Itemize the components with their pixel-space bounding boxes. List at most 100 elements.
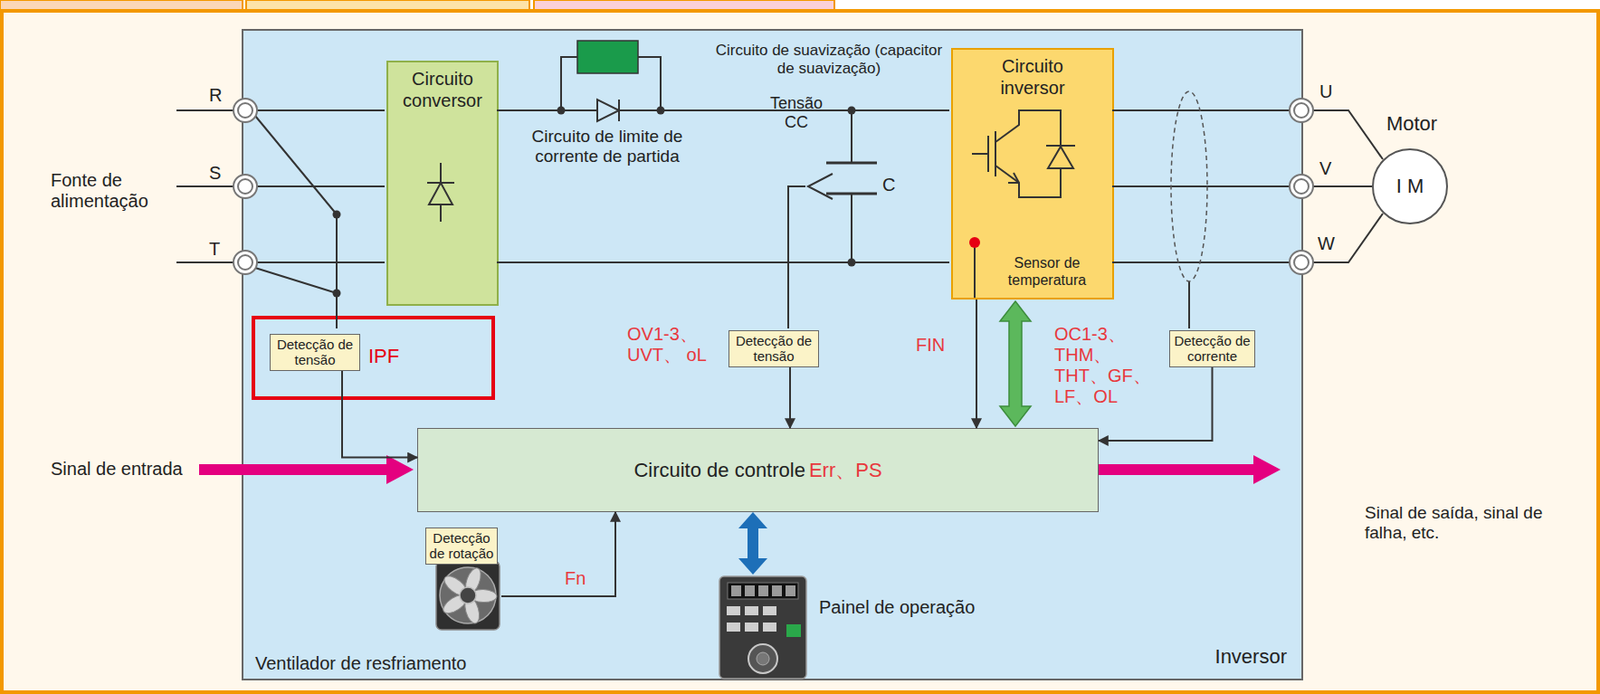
operation-panel xyxy=(726,606,741,616)
terminal xyxy=(233,250,258,275)
part-label: Sinal de saída, sinal de falha, etc. xyxy=(1364,503,1575,543)
igbt-symbol xyxy=(971,131,996,177)
capacitor-symbol xyxy=(826,162,877,194)
node-title: Circuito de controle xyxy=(633,458,806,482)
node-text: Sensor de temperatura xyxy=(992,254,1102,289)
wire xyxy=(176,110,234,263)
part-label: Painel de operação xyxy=(819,597,975,619)
operation-panel xyxy=(726,606,777,632)
part-label: C xyxy=(882,174,896,196)
capacitor-symbol xyxy=(826,162,877,194)
terminal xyxy=(238,255,253,270)
cooling-fan xyxy=(459,587,477,604)
operation-panel xyxy=(771,585,782,597)
node-title: Circuito inversor xyxy=(952,55,1113,99)
part-label: R xyxy=(209,85,222,106)
control-box: Circuito de controleErr、PS xyxy=(417,428,1099,513)
input-signal-arrow xyxy=(199,455,414,485)
wire xyxy=(1112,110,1290,263)
resistor xyxy=(577,40,639,74)
signal-line xyxy=(789,367,791,429)
part-label: Sinal de entrada xyxy=(50,458,183,480)
terminal xyxy=(1294,103,1309,118)
signal-line xyxy=(342,371,418,458)
cooling-fan xyxy=(440,566,498,626)
temperature-sensor-dot xyxy=(969,237,981,248)
part-label: Fonte de alimentação xyxy=(50,170,173,212)
terminal xyxy=(1289,98,1314,123)
wire xyxy=(850,110,853,263)
wire xyxy=(257,110,385,263)
node-title: Detecção de corrente xyxy=(1172,333,1252,364)
node-title: Inversor xyxy=(1215,645,1287,668)
terminal xyxy=(1294,255,1309,270)
thyristor-symbol xyxy=(597,99,620,122)
wire xyxy=(788,173,833,329)
part-label: T xyxy=(209,238,220,260)
cooling-fan xyxy=(436,561,500,630)
data-link-arrow xyxy=(1000,301,1031,427)
motor-circle: MotorI M xyxy=(1371,148,1448,225)
part-label: Circuito de suavização (capacitor de sua… xyxy=(714,41,943,77)
terminal xyxy=(1294,179,1309,194)
operation-panel xyxy=(719,576,807,679)
node-title: Detecção de rotação xyxy=(425,527,498,565)
wire xyxy=(1188,281,1191,329)
operation-panel xyxy=(762,622,777,632)
operation-panel xyxy=(727,582,799,600)
part-label: Ventilador de resfriamento xyxy=(255,653,467,675)
node-text: I M xyxy=(1396,174,1425,198)
part-label: Tensão CC xyxy=(765,94,828,132)
voltage-detection-box: Detecção de tensão xyxy=(269,333,361,372)
voltage-detection-box: Detecção de tensão xyxy=(728,330,820,368)
part-label: U xyxy=(1319,81,1333,103)
operation-panel xyxy=(719,576,807,679)
part-label: V xyxy=(1319,158,1332,180)
current-sensor-loop xyxy=(1171,91,1208,282)
igbt-symbol xyxy=(995,165,1061,198)
operation-panel xyxy=(731,585,796,597)
terminal xyxy=(233,174,258,199)
part-label: S xyxy=(209,162,221,184)
junction-dot xyxy=(657,106,666,115)
operation-panel xyxy=(786,624,801,638)
operation-panel xyxy=(744,622,759,632)
wire xyxy=(176,57,1383,329)
node-title: Detecção de tensão xyxy=(273,337,357,368)
part-label: W xyxy=(1317,233,1335,255)
current-detection-box: Detecção de corrente xyxy=(1169,330,1256,368)
thyristor-symbol xyxy=(597,99,620,122)
terminal xyxy=(233,98,258,123)
junction-dot xyxy=(333,106,857,298)
frame-border xyxy=(1,10,1599,693)
terminal xyxy=(238,179,253,194)
junction-dot xyxy=(333,210,342,220)
operation-panel xyxy=(731,585,742,597)
terminal xyxy=(1289,174,1314,199)
igbt-symbol xyxy=(971,110,1076,198)
wire xyxy=(1313,110,1383,263)
signal-line xyxy=(975,299,978,429)
part-label: OV1-3、 UVT、 oL xyxy=(627,323,711,366)
operation-panel xyxy=(758,585,769,597)
junction-dot xyxy=(847,106,857,115)
terminal xyxy=(238,103,253,118)
operation-panel xyxy=(726,622,741,632)
output-signal-arrow xyxy=(1098,455,1281,485)
wire xyxy=(496,110,950,263)
signal-line xyxy=(501,512,616,597)
highlight-box: IPF Detecção de tensão xyxy=(251,315,496,400)
node-title: IPF xyxy=(368,344,400,368)
junction-dot xyxy=(333,289,342,298)
terminal xyxy=(1289,250,1314,275)
wire xyxy=(255,115,337,329)
panel-link-arrow xyxy=(738,512,768,575)
operation-panel xyxy=(785,585,796,597)
igbt-symbol xyxy=(1008,172,1020,183)
node-text: Err、PS xyxy=(809,458,883,482)
junction-dot xyxy=(557,106,566,115)
diode-symbol xyxy=(427,182,455,205)
node-title: Motor xyxy=(1375,112,1448,135)
part-label: OC1-3、 THM、 THT、GF、 LF、OL xyxy=(1054,323,1160,408)
thyristor-symbol xyxy=(618,99,620,122)
